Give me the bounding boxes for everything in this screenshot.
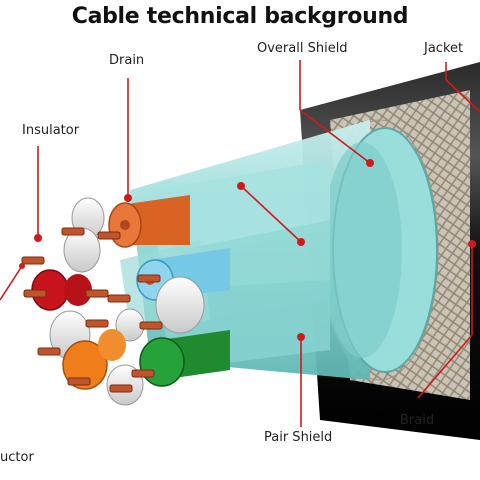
label-conductor: uctor (0, 450, 34, 465)
leader-lines (0, 60, 480, 427)
label-jacket: Jacket (424, 41, 464, 56)
conductor-tips (21, 227, 163, 393)
label-drain: Drain (109, 53, 145, 68)
white-wires (49, 197, 205, 406)
label-pair-shield: Pair Shield (264, 430, 333, 445)
diagram-title: Cable technical background (71, 4, 409, 29)
label-overall-shield: Overall Shield (257, 41, 348, 56)
label-insulator: Insulator (22, 123, 80, 138)
orange-pair (62, 329, 126, 390)
label-braid: Braid (400, 413, 435, 428)
red-pair (31, 269, 92, 311)
drain-wire (108, 195, 190, 248)
